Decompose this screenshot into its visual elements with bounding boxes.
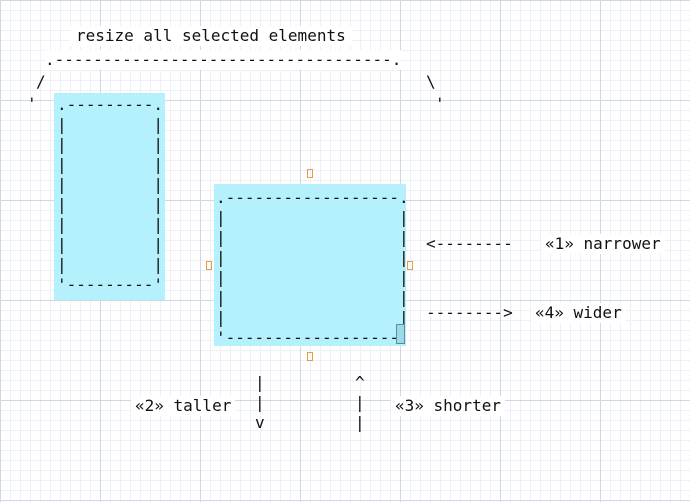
wider-arrow: --------> (426, 303, 513, 322)
wider-label: «4» wider (531, 303, 626, 323)
resize-handle-bottom-right[interactable] (396, 324, 405, 344)
small-box-outline: .---------. | | | | | | | | | | | | | | … (57, 95, 163, 294)
bracket-right-tick: ' (435, 94, 445, 113)
selected-element-large[interactable] (214, 184, 406, 346)
bracket-left-tick: ' (27, 94, 37, 113)
narrower-arrow: <-------- (426, 234, 513, 253)
selected-element-small[interactable] (54, 93, 165, 300)
resize-handle-bottom[interactable] (307, 352, 313, 361)
shorter-arrow: ^ | | (355, 373, 365, 432)
large-box-outline: .------------------. | | | | | | | | | |… (216, 188, 409, 347)
resize-handle-left[interactable] (206, 261, 212, 270)
shorter-label: «3» shorter (391, 396, 505, 416)
diagram-title: resize all selected elements (70, 26, 352, 46)
bracket-right-slash: \ (426, 72, 436, 91)
bracket-top-line: .-----------------------------------. (45, 50, 402, 70)
taller-arrow: | | v (255, 373, 265, 432)
bracket-left-slash: / (36, 72, 46, 91)
resize-handle-top[interactable] (307, 169, 313, 178)
resize-handle-right[interactable] (407, 261, 413, 270)
narrower-label: «1» narrower (541, 234, 665, 254)
taller-label: «2» taller (131, 396, 236, 416)
